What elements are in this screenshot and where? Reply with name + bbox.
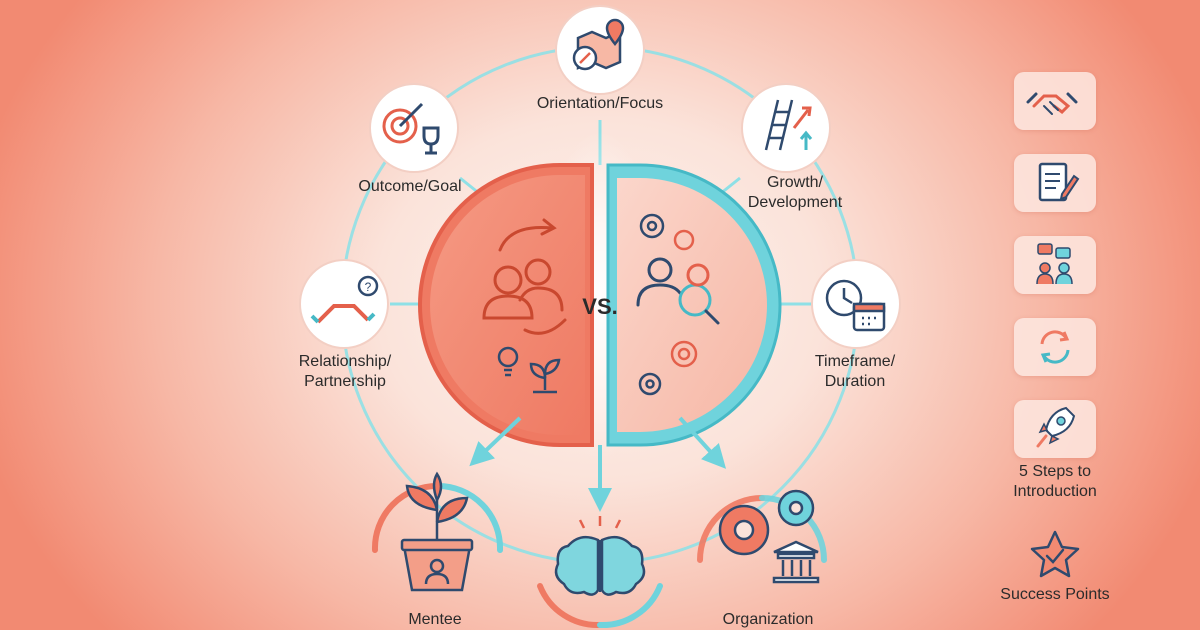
clock-calendar-icon (825, 279, 886, 332)
map-compass-icon (572, 18, 625, 71)
rocket-icon (1036, 406, 1076, 448)
cycle-arrows-icon (1040, 330, 1070, 364)
gear-bottom-icon (638, 372, 662, 396)
label-relationship: Relationship/ Partnership (298, 353, 392, 390)
brain-icon (554, 516, 646, 596)
step-card-3[interactable] (1014, 236, 1096, 294)
lightbulb-icon (497, 346, 519, 377)
people-chat-icon (1036, 243, 1073, 285)
label-orientation: Orientation/Focus (536, 95, 664, 112)
people-arrow-icon (482, 218, 567, 335)
handshake-question-icon: ? (310, 275, 379, 324)
node-timeframe (811, 259, 901, 349)
sprout-icon (529, 358, 561, 394)
label-organization: Organization (723, 611, 814, 628)
node-relationship: ? (299, 259, 389, 349)
down-arrows (469, 416, 727, 512)
step-card-2[interactable] (1014, 154, 1096, 212)
step-card-1[interactable] (1014, 72, 1096, 130)
svg-text:?: ? (365, 280, 372, 294)
center-label: VS. (582, 294, 617, 319)
plant-pot-person-icon (400, 471, 474, 592)
star-check-icon (1030, 530, 1080, 578)
person-magnifier-icon (636, 257, 720, 325)
handshake-icon (1026, 92, 1078, 115)
gears-building-icon (718, 489, 820, 584)
node-growth (741, 83, 831, 173)
ladder-arrow-icon (764, 99, 813, 151)
steps-label: 5 Steps to Introduction (1013, 463, 1097, 500)
label-mentee: Mentee (408, 611, 461, 628)
target-trophy-icon (382, 102, 440, 155)
node-organization: Organization (697, 489, 827, 628)
label-outcome: Outcome/Goal (358, 178, 462, 195)
target-small-icon (670, 340, 698, 368)
node-brain (537, 516, 663, 629)
gears-small-icon (639, 213, 695, 251)
node-orientation (555, 5, 645, 95)
label-timeframe: Timeframe/ Duration (814, 353, 896, 390)
step-card-5[interactable] (1014, 400, 1096, 458)
node-mentee: Mentee (371, 471, 504, 628)
success-label: Success Points (1000, 586, 1110, 603)
node-outcome (369, 83, 459, 173)
step-card-4[interactable] (1014, 318, 1096, 376)
label-growth: Growth/ Development (747, 174, 843, 211)
notepad-pen-icon (1038, 162, 1080, 202)
